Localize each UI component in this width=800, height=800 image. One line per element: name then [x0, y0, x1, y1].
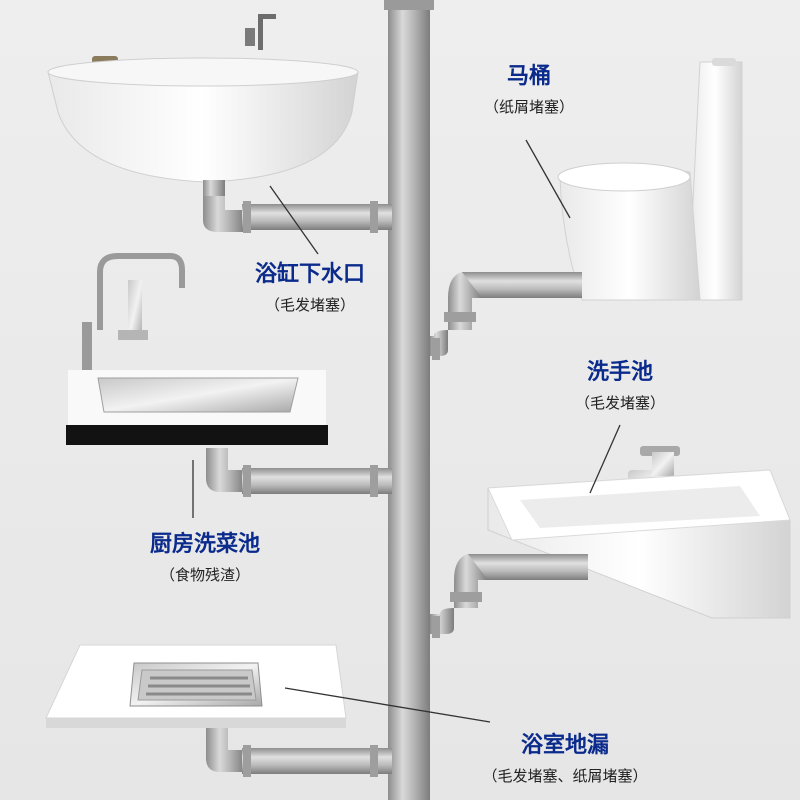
leader-line-wash-basin — [589, 424, 621, 494]
leader-line-bathtub — [269, 185, 319, 255]
leader-lines — [192, 139, 621, 723]
leader-line-floor-drain — [284, 687, 491, 723]
label-floor-drain: 浴室地漏 （毛发堵塞、纸屑堵塞） — [430, 733, 700, 785]
bathtub-fixture — [47, 14, 392, 233]
label-subtitle: （纸屑堵塞） — [483, 98, 574, 117]
label-subtitle: （食物残渣） — [159, 566, 250, 585]
label-kitchen-sink: 厨房洗菜池 （食物残渣） — [110, 532, 300, 584]
wash-basin-fixture — [430, 446, 791, 638]
label-subtitle: （毛发堵塞、纸屑堵塞） — [482, 767, 648, 786]
label-title: 马桶 — [506, 64, 551, 89]
main-drain-pipe — [384, 0, 434, 800]
leader-line-toilet — [525, 139, 571, 219]
label-subtitle: （毛发堵塞） — [574, 394, 665, 413]
floor-drain-fixture — [45, 644, 392, 777]
label-title: 浴缸下水口 — [254, 262, 365, 287]
label-title: 浴室地漏 — [520, 733, 609, 758]
label-title: 厨房洗菜池 — [149, 532, 260, 557]
label-bathtub: 浴缸下水口 （毛发堵塞） — [220, 262, 400, 314]
label-toilet: 马桶 （纸屑堵塞） — [444, 64, 614, 116]
label-title: 洗手池 — [586, 360, 653, 385]
toilet-fixture — [430, 58, 743, 360]
kitchen-sink-fixture — [66, 253, 392, 497]
label-wash-basin: 洗手池 （毛发堵塞） — [535, 360, 705, 412]
label-subtitle: （毛发堵塞） — [264, 296, 355, 315]
